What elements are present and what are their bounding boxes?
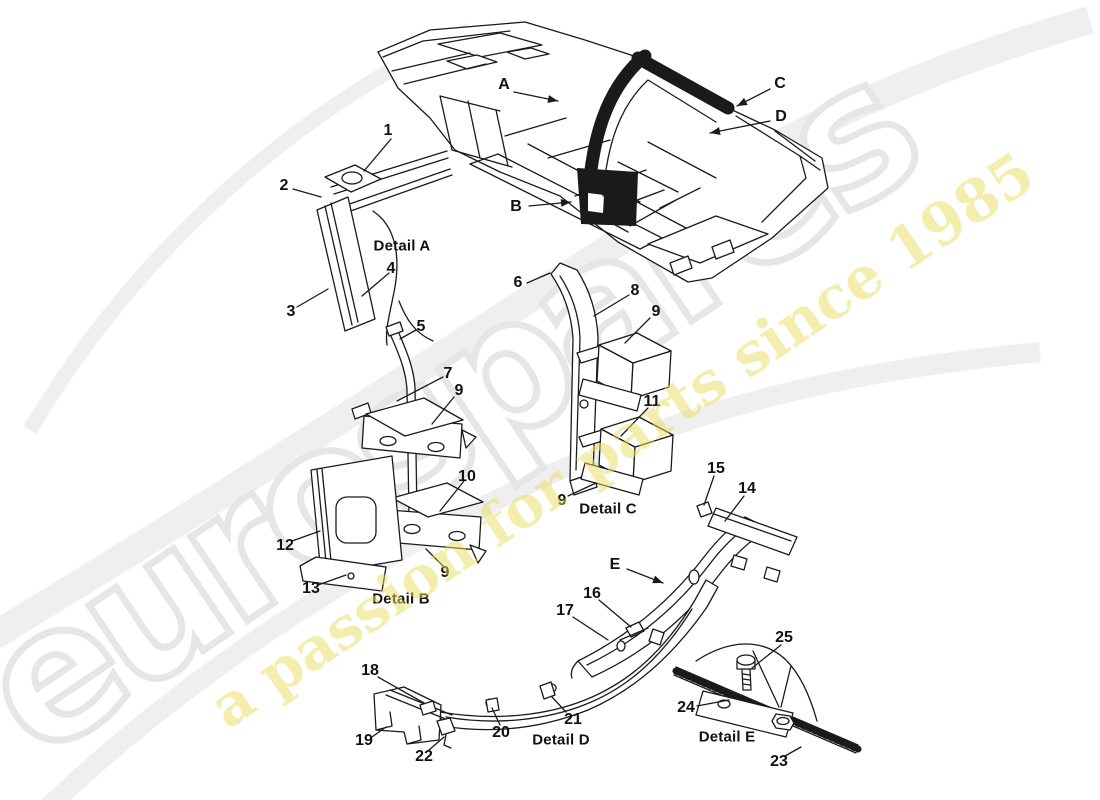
part-number-label: 2: [279, 177, 289, 194]
part-number-label: 21: [564, 711, 582, 728]
part-number-label: 9: [651, 303, 661, 320]
part-number-label: 6: [513, 274, 523, 291]
detail-caption: Detail E: [698, 728, 756, 746]
detail-b-drawing: [299, 321, 487, 592]
part-number-label: 16: [583, 585, 601, 602]
part-number-label: 12: [276, 537, 294, 554]
part-number-label: 9: [454, 382, 464, 399]
part-number-label: 9: [557, 492, 567, 509]
detail-caption: Detail D: [532, 731, 590, 749]
part-number-label: 5: [416, 318, 426, 335]
ref-letter-label: A: [498, 76, 510, 93]
part-number-label: 4: [386, 260, 396, 277]
detail-e-drawing: [672, 643, 862, 754]
part-number-label: 22: [415, 748, 433, 765]
part-number-label: 9: [440, 564, 450, 581]
part-number-label: 15: [707, 460, 725, 477]
leader-lines: [291, 88, 802, 757]
part-number-label: 25: [775, 629, 793, 646]
part-number-label: 1: [383, 122, 393, 139]
part-number-label: 14: [738, 480, 756, 497]
detail-caption: Detail A: [373, 237, 431, 255]
body-shell-drawing: [377, 21, 829, 283]
part-number-label: 24: [677, 699, 695, 716]
part-number-label: 11: [643, 393, 661, 410]
part-number-label: 7: [443, 365, 453, 382]
watermark-tagline-text: a passion for parts since 1985: [198, 139, 1047, 742]
lower-rail-drawing: [373, 579, 719, 749]
part-number-label: 10: [458, 468, 476, 485]
part-number-label: 20: [492, 724, 510, 741]
ref-letter-label: E: [609, 556, 621, 573]
part-number-label: 3: [286, 303, 296, 320]
part-number-label: 17: [556, 602, 574, 619]
ref-letter-label: D: [775, 108, 787, 125]
ref-letter-label: B: [510, 198, 522, 215]
part-number-label: 23: [770, 753, 788, 770]
detail-c-drawing: [550, 262, 674, 496]
detail-caption: Detail C: [579, 500, 637, 518]
detail-caption: Detail B: [372, 590, 430, 608]
part-number-label: 19: [355, 732, 373, 749]
ref-letter-label: C: [774, 75, 786, 92]
part-number-label: 8: [630, 282, 640, 299]
windscreen-surround: [577, 49, 735, 226]
cowl-crescent-drawing: [570, 501, 798, 679]
part-number-label: 13: [302, 580, 320, 597]
part-number-label: 18: [361, 662, 379, 679]
